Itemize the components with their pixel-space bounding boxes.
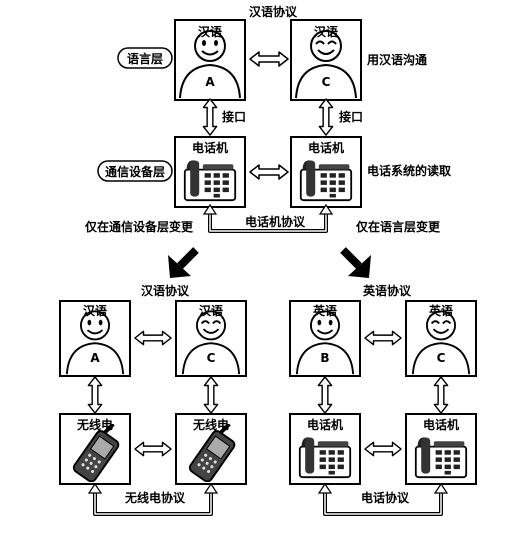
bl-interface-arrow-left — [87, 376, 103, 414]
bottom-right-title: 英语协议 — [363, 283, 412, 298]
phone-c-label: 电话机 — [308, 140, 344, 155]
interface-arrow-left — [202, 98, 218, 136]
br-person-c-lang: 英语 — [429, 303, 453, 318]
person-c-lang: 汉语 — [314, 24, 338, 39]
br-phone-b-icon — [298, 436, 352, 479]
top-title: 汉语协议 — [249, 4, 298, 19]
phone-a-label: 电话机 — [192, 140, 228, 155]
br-phone-c-label: 电话机 — [423, 417, 459, 432]
br-person-b-letter: B — [320, 351, 329, 365]
language-exchange-arrow — [249, 51, 289, 67]
note-device: 电话系统的读取 — [367, 163, 451, 178]
br-protocol-bracket: 电话协议 — [317, 482, 449, 516]
br-person-c-panel: 英语 C — [405, 300, 477, 377]
interface-label-left: 接口 — [222, 109, 246, 124]
device-layer-label: 通信设备层 — [105, 164, 165, 179]
bl-person-c-lang: 汉语 — [199, 303, 223, 318]
phone-a-panel: 电话机 — [174, 136, 246, 208]
br-phone-c-panel: 电话机 — [405, 413, 477, 485]
br-person-c-letter: C — [437, 351, 446, 365]
bl-language-arrow — [134, 330, 172, 346]
br-phone-b-panel: 电话机 — [289, 413, 361, 485]
person-a-lang: 汉语 — [198, 24, 222, 39]
phone-c-icon — [299, 159, 353, 202]
br-interface-arrow-left — [317, 376, 333, 414]
bl-protocol-bracket: 无线电协议 — [87, 482, 219, 516]
bl-radio-c-panel: 无线电 — [175, 413, 247, 485]
bottom-left-title: 汉语协议 — [141, 283, 190, 298]
person-a-panel: 汉语 A — [174, 19, 246, 101]
br-device-arrow — [364, 441, 402, 457]
note-language: 用汉语沟通 — [366, 52, 427, 67]
bl-radio-a-panel: 无线电 — [59, 413, 131, 485]
phone-a-icon — [183, 159, 237, 202]
bl-person-a-panel: 汉语 A — [59, 300, 131, 377]
bl-person-a-lang: 汉语 — [83, 303, 107, 318]
br-protocol-label: 电话协议 — [361, 490, 410, 505]
bl-interface-arrow-right — [203, 376, 219, 414]
person-a-letter: A — [205, 75, 215, 89]
language-layer-label: 语言层 — [127, 51, 163, 66]
br-phone-c-icon — [414, 436, 468, 479]
bl-person-c-panel: 汉语 C — [175, 300, 247, 377]
branch-left-note: 仅在通信设备层变更 — [84, 219, 194, 234]
branch-left-arrow — [168, 247, 199, 278]
br-person-b-lang: 英语 — [313, 303, 337, 318]
person-c-panel: 汉语 C — [290, 19, 362, 101]
bl-device-arrow — [134, 441, 172, 457]
phone-c-panel: 电话机 — [290, 136, 362, 208]
device-protocol-label: 电话机协议 — [245, 214, 306, 229]
bl-person-c-letter: C — [207, 351, 216, 365]
br-phone-b-label: 电话机 — [307, 417, 343, 432]
interface-arrow-right — [318, 98, 334, 136]
interface-label-right: 接口 — [339, 109, 363, 124]
br-interface-arrow-right — [433, 376, 449, 414]
br-language-arrow — [364, 330, 402, 346]
bl-person-a-letter: A — [90, 351, 100, 365]
branch-right-arrow — [340, 247, 371, 278]
person-c-letter: C — [322, 75, 331, 89]
bl-protocol-label: 无线电协议 — [124, 490, 186, 505]
device-exchange-arrow — [249, 164, 289, 180]
device-layer-pill: 通信设备层 — [97, 160, 173, 182]
bl-radio-c-label: 无线电 — [192, 417, 229, 432]
br-person-b-panel: 英语 B — [289, 300, 361, 377]
language-layer-pill: 语言层 — [117, 47, 173, 69]
device-protocol-bracket: 电话机协议 — [202, 203, 334, 233]
bl-radio-a-label: 无线电 — [76, 417, 113, 432]
branch-right-note: 仅在语言层变更 — [355, 219, 441, 234]
